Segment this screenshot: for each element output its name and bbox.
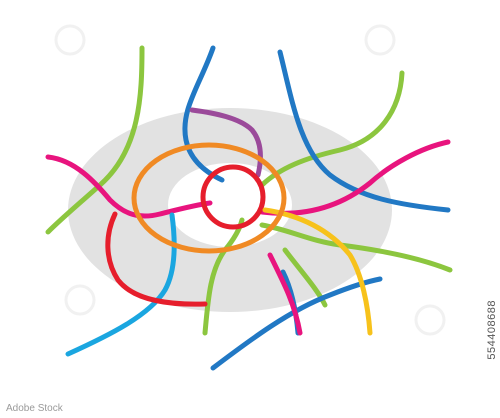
blue-line-top-right <box>277 49 451 213</box>
red-line-left <box>105 211 208 307</box>
watermark-mark-3 <box>64 284 96 316</box>
watermark-mark-1 <box>54 24 86 56</box>
lime-line-top-left <box>45 45 145 235</box>
orange-middle-ring <box>131 142 287 254</box>
stock-brand-label: Adobe Stock <box>6 403 63 414</box>
watermark-mark-2 <box>364 24 396 56</box>
yellow-line-right <box>262 207 373 336</box>
lime-line-lower <box>282 247 328 308</box>
magenta-line-left <box>45 154 213 219</box>
magenta-line-bottom <box>267 252 303 336</box>
stock-id-label: 554408688 <box>486 300 498 360</box>
watermark-mark-4 <box>414 304 446 336</box>
lime-line-top-right <box>259 70 405 188</box>
red-inner-ring <box>200 164 266 230</box>
magenta-line-right <box>259 139 451 216</box>
blue-line-top-center <box>182 45 225 183</box>
